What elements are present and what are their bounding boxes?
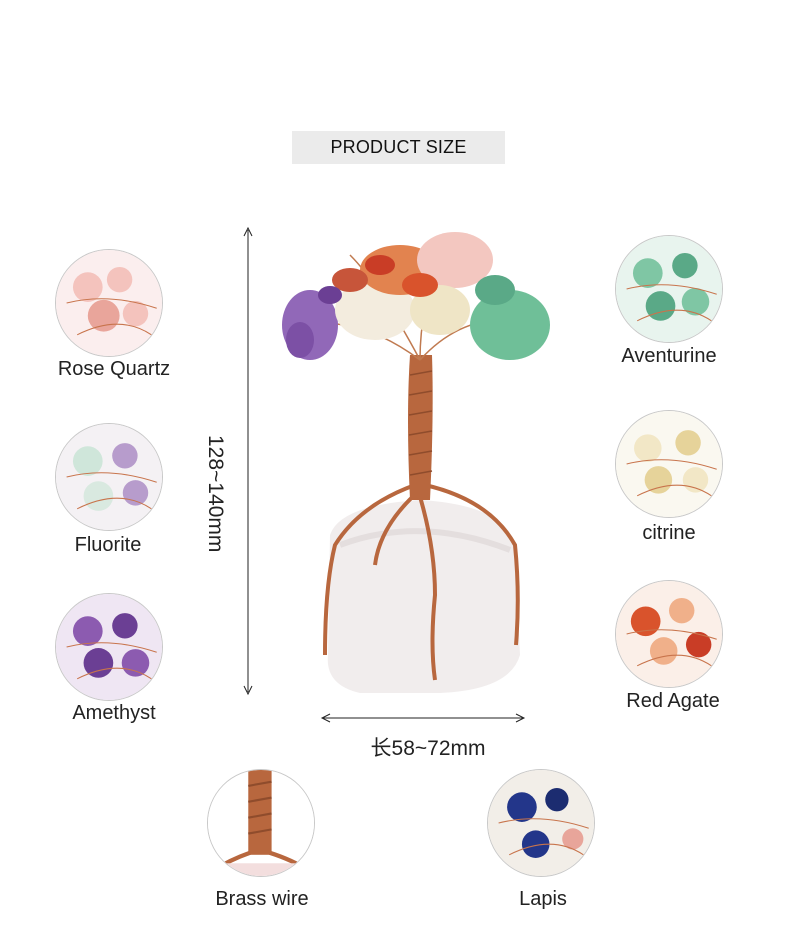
gem-tree-product-image — [282, 232, 550, 693]
fluorite-swatch — [55, 423, 163, 531]
citrine-label: citrine — [642, 522, 696, 544]
citrine-swatch — [615, 410, 723, 518]
length-dimension: 长58~72mm — [370, 737, 486, 760]
height-dimension: 128~140mm — [204, 435, 227, 553]
aventurine-label: Aventurine — [621, 345, 717, 367]
brass-wire-label: Brass wire — [215, 888, 309, 910]
lapis-label: Lapis — [519, 888, 567, 910]
amethyst-swatch — [55, 593, 163, 701]
rose-quartz-label: Rose Quartz — [57, 358, 171, 380]
aventurine-swatch — [615, 235, 723, 343]
height-arrow — [243, 226, 253, 696]
product-size-title: PRODUCT SIZE — [292, 131, 505, 164]
brass-wire-swatch — [207, 769, 315, 877]
lapis-swatch — [487, 769, 595, 877]
fluorite-label: Fluorite — [74, 534, 142, 556]
red-agate-label: Red Agate — [626, 690, 720, 712]
amethyst-label: Amethyst — [72, 702, 156, 724]
rose-quartz-swatch — [55, 249, 163, 357]
length-arrow — [320, 713, 526, 723]
red-agate-swatch — [615, 580, 723, 688]
